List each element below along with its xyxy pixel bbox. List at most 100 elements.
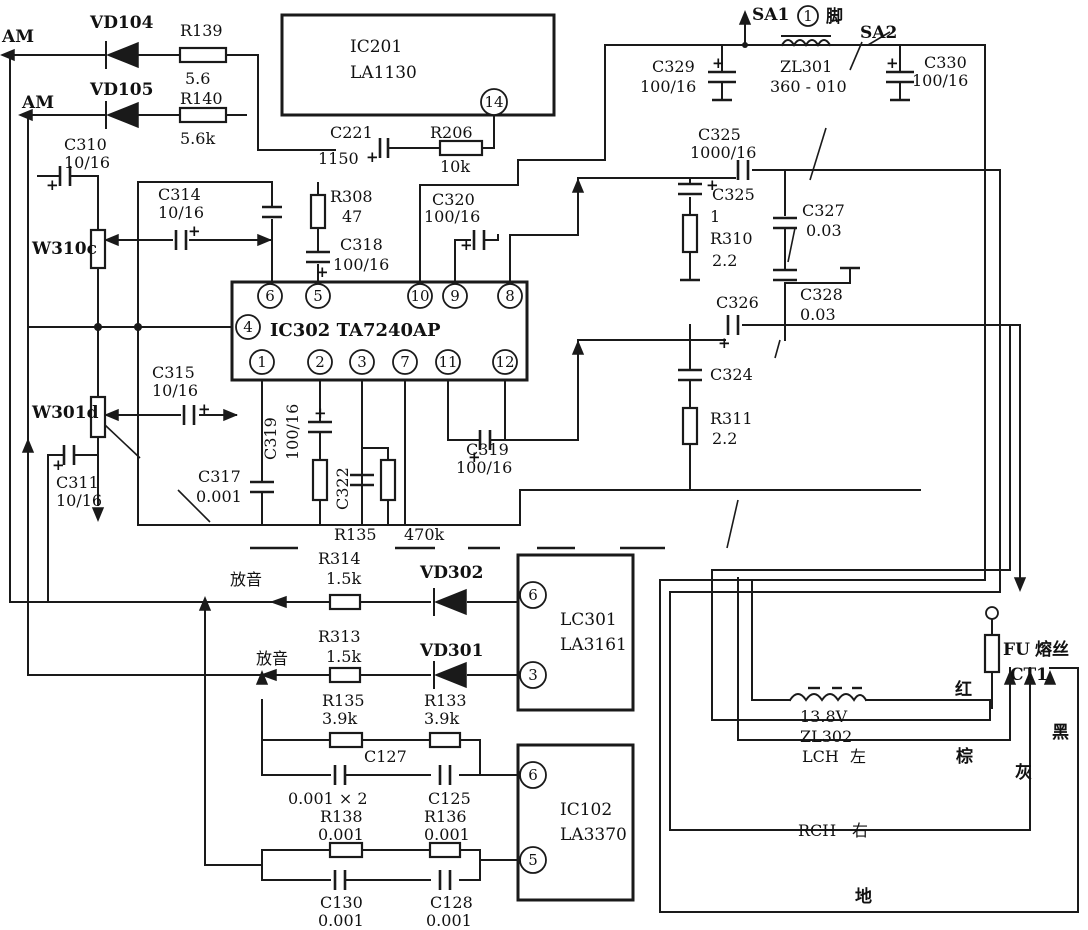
r314-value: 1.5k xyxy=(326,569,361,588)
ic302-pin5: 5 xyxy=(313,287,323,305)
c315-label: C315 xyxy=(152,363,195,382)
r313-value: 1.5k xyxy=(326,647,361,666)
r135b-value: 3.9k xyxy=(322,709,357,728)
r136-value: 0.001 xyxy=(424,825,470,844)
c328-value: 0.03 xyxy=(800,305,836,324)
c319a-value: 100/16 xyxy=(283,404,302,460)
c327-value: 0.03 xyxy=(806,221,842,240)
sa1-label: SA1 xyxy=(752,5,789,25)
c128-value: 0.001 xyxy=(426,911,472,930)
ic302-pin11: 11 xyxy=(438,353,457,371)
capacitors xyxy=(58,70,914,890)
r135a-value: 470k xyxy=(404,525,445,544)
ic201-block: IC201 LA1130 14 xyxy=(280,13,556,117)
c322-label: C322 xyxy=(333,467,352,510)
c328-label: C328 xyxy=(800,285,843,304)
fu-label: FU xyxy=(1003,640,1030,660)
svg-text:+: + xyxy=(316,263,329,281)
ic102-block: IC102 LA3370 6 5 xyxy=(516,743,635,902)
ic302-pin10: 10 xyxy=(410,287,429,305)
play-label-2: 放音 xyxy=(256,649,288,668)
c310-label: C310 xyxy=(64,135,107,154)
svg-text:+: + xyxy=(886,54,899,72)
c314-label: C314 xyxy=(158,185,201,204)
c320-value: 100/16 xyxy=(424,207,480,226)
ic302-pin12: 12 xyxy=(495,353,514,371)
r140-label: R140 xyxy=(180,89,223,108)
r139-value: 5.6 xyxy=(185,69,210,88)
ic201-part: LA1130 xyxy=(350,63,417,83)
ic302-pin1: 1 xyxy=(257,353,267,371)
vd104-label: VD104 xyxy=(89,13,154,33)
zl301-label: ZL301 xyxy=(780,57,832,76)
c130-label: C130 xyxy=(320,893,363,912)
ic302-pin9: 9 xyxy=(450,287,460,305)
r135a-label: R135 xyxy=(334,525,377,544)
svg-text:+: + xyxy=(314,404,327,422)
lc301-block: LC301 LA3161 6 3 xyxy=(516,553,635,712)
am-label-1: AM xyxy=(1,27,34,47)
zl301-inductor xyxy=(780,5,891,71)
resistors xyxy=(89,46,1001,859)
c330-label: C330 xyxy=(924,53,967,72)
c330-value: 100/16 xyxy=(912,71,968,90)
c325a-value: 1000/16 xyxy=(690,143,756,162)
c127-value: 0.001 × 2 xyxy=(288,789,368,808)
ic302-pin2: 2 xyxy=(315,353,325,371)
ic102-part: LA3370 xyxy=(560,825,627,845)
ic302-title: IC302 TA7240AP xyxy=(270,320,441,341)
sa2-label: SA2 xyxy=(860,23,897,43)
c325a-label: C325 xyxy=(698,125,741,144)
r310-label: R310 xyxy=(710,229,753,248)
wiring xyxy=(9,19,1079,913)
ic102-ref: IC102 xyxy=(560,800,612,820)
svg-text:+: + xyxy=(468,448,481,466)
ic302-pin6: 6 xyxy=(265,287,275,305)
text-labels: AM AM VD104 VD105 R139 5.6 R140 5.6k C22… xyxy=(1,5,1069,930)
zl301-value: 360 - 010 xyxy=(770,77,847,96)
r308-value: 47 xyxy=(342,207,362,226)
lc301-pin3: 3 xyxy=(528,666,538,684)
r310-value: 2.2 xyxy=(712,251,737,270)
ic201-ref: IC201 xyxy=(350,37,402,57)
svg-text:+: + xyxy=(198,400,211,418)
c130-value: 0.001 xyxy=(318,911,364,930)
c319a-label: C319 xyxy=(261,417,280,460)
lc301-pin6: 6 xyxy=(528,586,538,604)
ic302-pin3: 3 xyxy=(357,353,367,371)
c127-label: C127 xyxy=(364,747,407,766)
ic302-pin8: 8 xyxy=(505,287,515,305)
r135b-label: R135 xyxy=(322,691,365,710)
polarity-marks: + + + + + + + + + + + + + xyxy=(46,54,899,474)
c311-label: C311 xyxy=(56,473,99,492)
vd302-label: VD302 xyxy=(419,563,483,583)
fuse-label: 熔丝 xyxy=(1035,639,1069,660)
c125-label: C125 xyxy=(428,789,471,808)
c325b-value: 1 xyxy=(710,207,720,226)
c315-value: 10/16 xyxy=(152,381,198,400)
c326-label: C326 xyxy=(716,293,759,312)
r311-label: R311 xyxy=(710,409,753,428)
svg-text:+: + xyxy=(712,54,725,72)
c318-value: 100/16 xyxy=(333,255,389,274)
am-label-2: AM xyxy=(21,93,54,113)
red-wire-label: 红 xyxy=(955,679,972,700)
r206-value: 10k xyxy=(440,157,470,176)
left-label: 左 xyxy=(850,747,866,766)
diodes xyxy=(105,41,467,689)
c318-label: C318 xyxy=(340,235,383,254)
c319b-label: C319 xyxy=(466,440,509,459)
ground-label: 地 xyxy=(855,886,872,907)
w301d-label: W301d xyxy=(31,403,99,423)
c329-value: 100/16 xyxy=(640,77,696,96)
zl302-inductor xyxy=(788,693,868,702)
c329-label: C329 xyxy=(652,57,695,76)
r314-label: R314 xyxy=(318,549,361,568)
c327-label: C327 xyxy=(802,201,845,220)
zl302-label: ZL302 xyxy=(800,727,852,746)
r139-label: R139 xyxy=(180,21,223,40)
r133-value: 3.9k xyxy=(424,709,459,728)
c317-label: C317 xyxy=(198,467,241,486)
svg-text:+: + xyxy=(718,334,731,352)
